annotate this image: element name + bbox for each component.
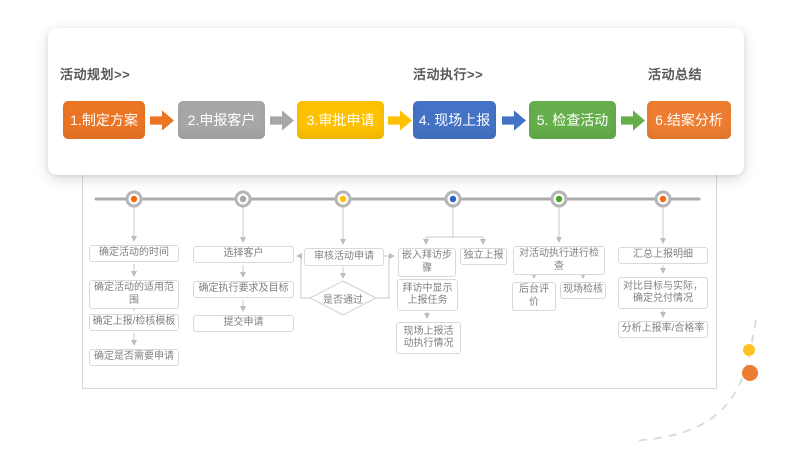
flow-box-col1-3: 确定上报/检核模板	[89, 314, 179, 331]
decision-diamond-label: 是否通过	[323, 294, 363, 306]
step-box-1: 1.制定方案	[63, 101, 145, 139]
step-box-4: 4. 现场上报	[413, 101, 496, 139]
connector-line	[296, 253, 311, 299]
decision-diamond	[308, 280, 378, 316]
step-box-6: 6.结案分析	[647, 101, 731, 139]
step-box-2: 2.申报客户	[178, 101, 265, 139]
flow-box-col5-3: 现场检核	[560, 282, 606, 299]
flow-box-col5-1: 对活动执行进行检查	[513, 246, 605, 275]
timeline-node-dot-1	[130, 195, 138, 203]
flow-box-col5-2: 后台评价	[512, 282, 556, 311]
connector-line	[375, 256, 390, 299]
yellow-dot-decoration	[743, 344, 755, 356]
flow-box-col2-1: 选择客户	[193, 246, 294, 263]
step-arrow-icon	[270, 110, 294, 131]
flow-box-col6-2: 对比目标与实际，确定兑付情况	[618, 277, 708, 309]
flow-box-col2-2: 确定执行要求及目标	[193, 281, 294, 298]
step-arrow-icon	[150, 110, 174, 131]
phase-label-execution: 活动执行>>	[413, 67, 484, 82]
flow-box-col4-1: 嵌入拜访步骤	[398, 248, 456, 277]
timeline-node-dot-6	[659, 195, 667, 203]
flow-box-col1-4: 确定是否需要申请	[89, 349, 179, 366]
phase-label-summary: 活动总结	[648, 67, 703, 82]
step-box-5: 5. 检查活动	[529, 101, 616, 139]
dashed-arc-decoration	[631, 319, 757, 442]
timeline-node-dot-3	[339, 195, 347, 203]
step-box-3: 3.审批申请	[297, 101, 384, 139]
process-overview-card: 活动规划>> 活动执行>> 活动总结 1.制定方案 2.申报客户 3.审批申请 4. …	[48, 28, 744, 175]
flow-box-col6-3: 分析上报率/合格率	[618, 321, 708, 338]
orange-dot-decoration	[742, 365, 758, 381]
step-arrow-icon	[388, 110, 412, 131]
flow-connectors-layer	[94, 190, 701, 346]
flow-box-col1-1: 确定活动的时间	[89, 245, 179, 262]
step-arrow-icon	[621, 110, 645, 131]
timeline-node-dot-5	[555, 195, 563, 203]
flow-box-col4-2: 独立上报	[460, 248, 507, 265]
step-arrow-icon	[502, 110, 526, 131]
flow-box-col3-1: 审核活动申请	[304, 248, 384, 266]
flow-box-col6-1: 汇总上报明细	[618, 247, 708, 264]
flow-box-col1-2: 确定活动的适用范围	[89, 280, 179, 309]
phase-label-planning: 活动规划>>	[60, 67, 131, 82]
flow-box-col4-3: 拜访中显示上报任务	[397, 279, 458, 311]
flow-diagram-panel: 确定活动的时间确定活动的适用范围确定上报/检核模板确定是否需要申请 选择客户确定执…	[82, 175, 717, 389]
flow-box-col4-4: 现场上报活动执行情况	[396, 322, 461, 354]
timeline-node-dot-4	[449, 195, 457, 203]
flow-box-col2-3: 提交申请	[193, 315, 294, 332]
timeline-node-dot-2	[239, 195, 247, 203]
